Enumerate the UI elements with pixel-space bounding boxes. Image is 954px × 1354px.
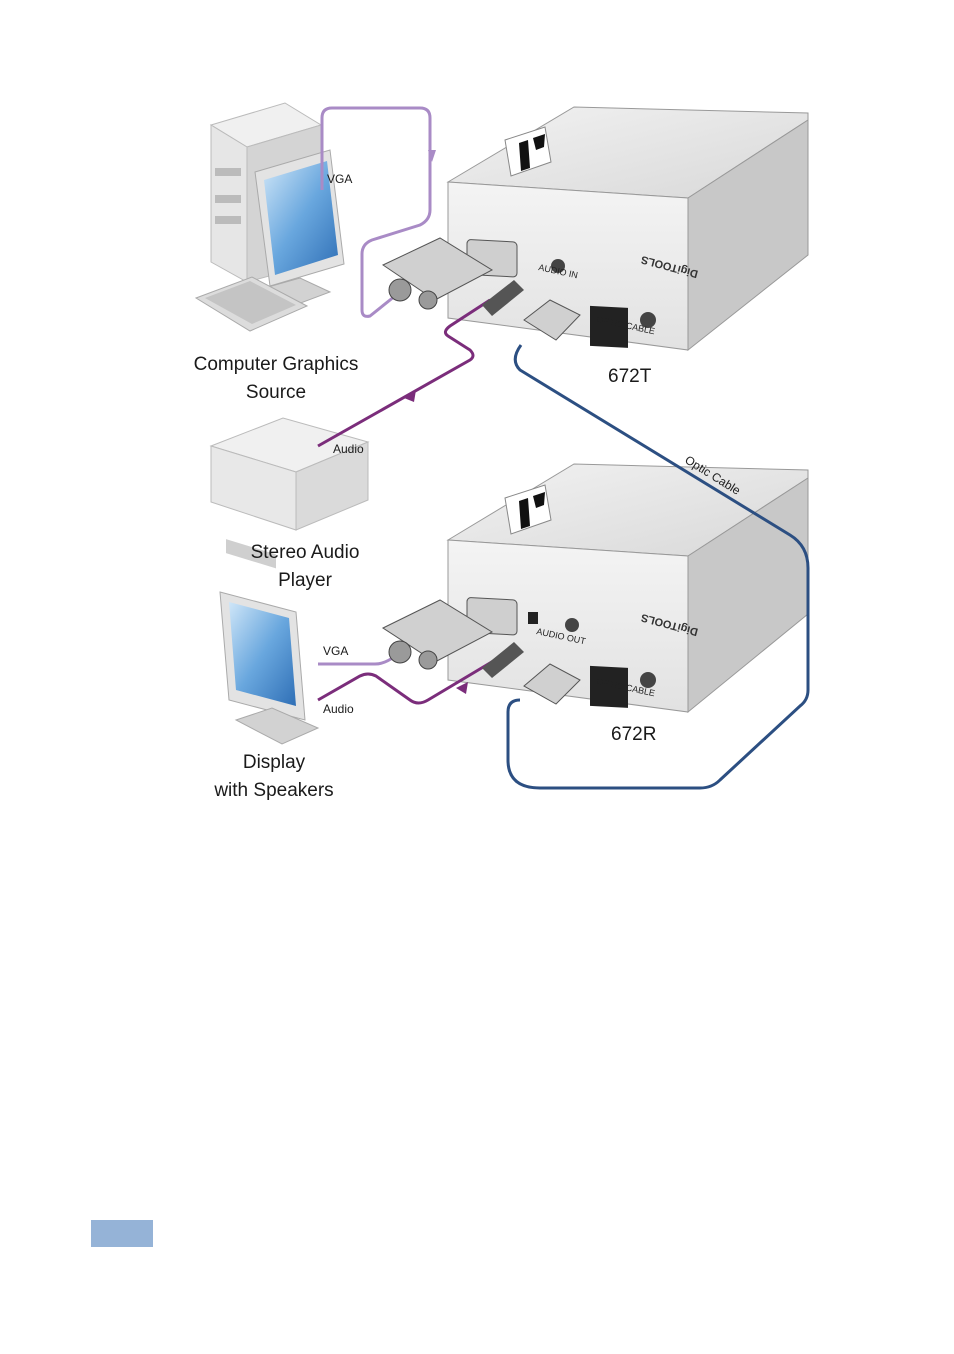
audio-cable-top (317, 298, 491, 448)
receiver-672r (446, 463, 809, 714)
audio-player-illustration (209, 417, 370, 569)
computer-caption-line2: Source (245, 382, 307, 403)
audio-player-caption-line2: Player (278, 570, 332, 591)
computer-caption: Computer Graphics Source (176, 351, 376, 407)
audio-label-top: Audio (333, 442, 364, 456)
optic-connector-top (523, 299, 581, 341)
audio-cable-bottom (317, 658, 496, 705)
audio-player-caption-line1: Stereo Audio (250, 542, 360, 563)
display-illustration (219, 591, 320, 745)
vga-label-top: VGA (327, 172, 353, 186)
computer-caption-line1: Computer Graphics (193, 354, 359, 375)
optic-connector-bottom (523, 663, 581, 705)
audio-plug-bottom (482, 642, 524, 678)
vga-label-bottom: VGA (323, 644, 349, 658)
audio-arrow-top (404, 390, 416, 402)
display-caption-line2: with Speakers (214, 780, 334, 801)
page-number-tab (91, 1220, 153, 1247)
receiver-model-label: 672R (611, 724, 657, 745)
computer-illustration (194, 102, 345, 332)
transmitter-672t (446, 106, 809, 352)
transmitter-model-label: 672T (608, 366, 652, 387)
audio-player-caption: Stereo Audio Player (230, 539, 380, 595)
vga-connector-top (381, 237, 494, 310)
vga-arrow-top (428, 150, 436, 162)
audio-arrow-bottom (456, 682, 468, 694)
display-caption-line1: Display (242, 752, 306, 773)
audio-plug-top (482, 280, 524, 316)
audio-label-bottom: Audio (323, 702, 354, 716)
vga-cable-top (320, 106, 432, 318)
display-caption: Display with Speakers (194, 749, 354, 805)
optic-cable (506, 344, 810, 790)
vga-connector-bottom (381, 599, 494, 670)
